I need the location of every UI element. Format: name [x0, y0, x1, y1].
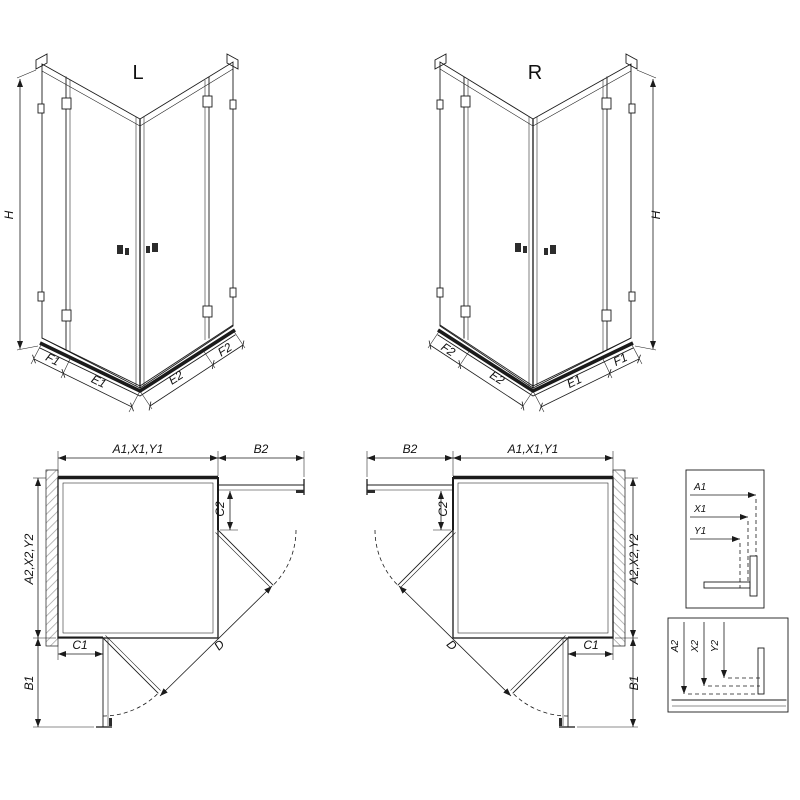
dim-label-a1x1y1-left: A1,X1,Y1	[112, 442, 164, 456]
dim-label-e1-right: E1	[565, 372, 584, 391]
dim-label-a2x2y2-right: A2,X2,Y2	[627, 533, 641, 585]
dim-label-d-left: D	[211, 637, 227, 653]
iso-view-right: R H F2 E2 E1 F1	[428, 54, 663, 412]
plan-view-left: A1,X1,Y1 B2 C2 A2,X2,Y2 B1 C1 D	[22, 442, 304, 727]
dim-label-c2-left: C2	[213, 501, 227, 517]
dim-label-b2-left: B2	[254, 442, 269, 456]
dim-label-b2-right: B2	[403, 442, 418, 456]
dim-label-b1-right: B1	[627, 676, 641, 691]
detail-label-a2: A2	[670, 639, 681, 653]
dim-label-f1-left: F1	[43, 350, 62, 369]
variant-label-left: L	[132, 62, 143, 84]
dim-label-a1x1y1-right: A1,X1,Y1	[507, 442, 559, 456]
dim-label-c2-right: C2	[436, 501, 450, 517]
dim-label-f2-right: F2	[438, 340, 458, 360]
dim-label-e1-left: E1	[89, 372, 108, 391]
detail-label-x1: X1	[693, 504, 706, 515]
dim-label-c1-left: C1	[72, 638, 87, 652]
dim-label-height-left: H	[2, 210, 16, 219]
detail-label-x2: X2	[690, 639, 701, 653]
dim-label-e2-left: E2	[166, 368, 186, 388]
dim-label-f2-left: F2	[215, 340, 235, 360]
dim-label-f1-right: F1	[611, 350, 630, 369]
detail-box-width: A1 X1 Y1	[685, 469, 765, 609]
plan-view-right: A1,X1,Y1 B2 C2 A2,X2,Y2 B1 C1 D	[367, 442, 641, 727]
dim-label-b1-left: B1	[22, 676, 36, 691]
iso-view-left: L H F1 E1 E2 F2	[2, 54, 245, 412]
detail-label-y1: Y1	[694, 526, 706, 537]
dim-label-a2x2y2-left: A2,X2,Y2	[22, 533, 36, 585]
dim-label-c1-right: C1	[583, 638, 598, 652]
detail-label-y2: Y2	[710, 639, 721, 652]
detail-label-a1: A1	[693, 482, 706, 493]
variant-label-right: R	[528, 62, 542, 84]
dim-label-height-right: H	[649, 210, 663, 219]
detail-box-depth: A2 X2 Y2	[667, 617, 789, 713]
dim-label-e2-right: E2	[487, 368, 507, 388]
dim-label-d-right: D	[444, 637, 460, 653]
